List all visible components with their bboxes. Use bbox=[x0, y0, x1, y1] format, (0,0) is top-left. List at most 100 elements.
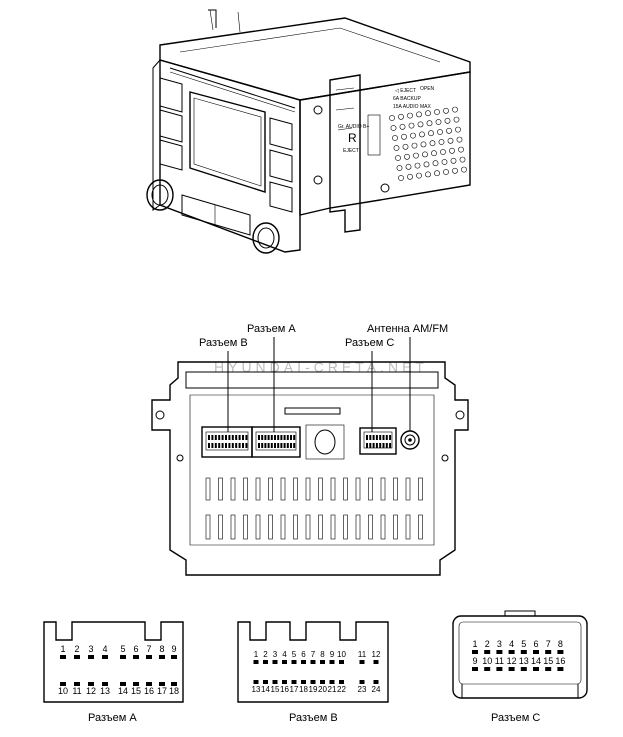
pin-label: 12 bbox=[507, 656, 517, 666]
pin-contact bbox=[310, 680, 316, 684]
side-label-1: 6A BACKUP bbox=[393, 96, 421, 102]
pin-label: 13 bbox=[252, 685, 261, 694]
pin-label: 8 bbox=[320, 650, 325, 659]
pin-label: 12 bbox=[86, 686, 96, 696]
connector-b-caption: Разъем B bbox=[289, 712, 338, 724]
pin-contact bbox=[359, 680, 365, 684]
pin-label: 3 bbox=[273, 650, 278, 659]
center-text-2: EJECT bbox=[343, 148, 359, 154]
center-text-1: Gr. AUDIO B+ bbox=[338, 124, 369, 130]
pin-contact bbox=[159, 682, 165, 686]
pin-contact bbox=[339, 660, 344, 664]
pin-contact bbox=[291, 680, 297, 684]
pin-contact bbox=[282, 660, 287, 664]
pin-contact bbox=[120, 655, 126, 659]
pin-contact bbox=[557, 650, 564, 654]
pin-contact bbox=[301, 660, 306, 664]
pin-contact bbox=[88, 682, 94, 686]
pin-label: 17 bbox=[157, 686, 167, 696]
pin-label: 10 bbox=[58, 686, 68, 696]
vent-slots bbox=[205, 477, 423, 540]
pin-contact bbox=[373, 660, 379, 664]
pin-label: 4 bbox=[509, 639, 514, 649]
pin-label: 1 bbox=[60, 644, 65, 654]
pin-label: 18 bbox=[169, 686, 179, 696]
pin-contact bbox=[133, 655, 139, 659]
pin-contact bbox=[291, 660, 297, 664]
pin-contact bbox=[359, 660, 365, 664]
pin-contact bbox=[60, 682, 66, 686]
pin-contact bbox=[60, 655, 66, 659]
center-mark: R bbox=[348, 131, 357, 145]
front-button-label-1: ◁ EJECT bbox=[395, 88, 416, 94]
pin-label: 1 bbox=[254, 650, 259, 659]
pin-contact bbox=[339, 680, 344, 684]
pin-label: 7 bbox=[146, 644, 151, 654]
pin-contact bbox=[133, 682, 139, 686]
pin-contact bbox=[373, 680, 379, 684]
pin-label: 3 bbox=[497, 639, 502, 649]
pin-label: 14 bbox=[261, 685, 270, 694]
pin-contact bbox=[272, 660, 278, 664]
pin-contact bbox=[533, 650, 539, 654]
pin-contact bbox=[102, 655, 108, 659]
pin-label: 15 bbox=[131, 686, 141, 696]
pin-contact bbox=[74, 655, 80, 659]
pin-label: 5 bbox=[292, 650, 297, 659]
pin-contact bbox=[301, 680, 306, 684]
pin-contact bbox=[320, 680, 325, 684]
pin-label: 16 bbox=[280, 685, 289, 694]
pin-contact bbox=[545, 667, 552, 671]
pin-label: 18 bbox=[299, 685, 308, 694]
pin-contact bbox=[74, 682, 80, 686]
pin-contact bbox=[508, 667, 515, 671]
pin-label: 6 bbox=[533, 639, 538, 649]
pin-label: 9 bbox=[330, 650, 335, 659]
connector-c-caption: Разъем C bbox=[491, 712, 540, 724]
rear-connector-a bbox=[251, 426, 301, 458]
rear-connector-c bbox=[359, 427, 397, 455]
pin-contact bbox=[520, 650, 527, 654]
pin-label: 21 bbox=[328, 685, 337, 694]
pin-label: 12 bbox=[372, 650, 381, 659]
pin-contact bbox=[557, 667, 564, 671]
pin-contact bbox=[253, 660, 259, 664]
pin-label: 10 bbox=[482, 656, 492, 666]
pin-label: 19 bbox=[309, 685, 318, 694]
pin-contact bbox=[146, 682, 152, 686]
connector-a-caption: Разъем A bbox=[88, 712, 137, 724]
pin-contact bbox=[484, 667, 491, 671]
pin-label: 14 bbox=[118, 686, 128, 696]
pin-label: 14 bbox=[531, 656, 541, 666]
pin-label: 15 bbox=[271, 685, 280, 694]
pin-contact bbox=[171, 655, 177, 659]
pin-contact bbox=[310, 660, 316, 664]
pin-contact bbox=[320, 660, 325, 664]
pin-contact bbox=[329, 660, 335, 664]
rear-connector-b bbox=[201, 426, 253, 458]
pin-contact bbox=[102, 682, 108, 686]
head-unit-illustration: ◁ EJECT OPEN 6A BACKUP 15A AUDIO MAX R G… bbox=[146, 9, 471, 254]
callout-connector-c: Разъем C bbox=[345, 337, 394, 349]
pin-label: 1 bbox=[472, 639, 477, 649]
pin-label: 8 bbox=[159, 644, 164, 654]
watermark: HYUNDAI-CRETA.NET bbox=[214, 359, 428, 375]
pin-label: 6 bbox=[133, 644, 138, 654]
pin-contact bbox=[146, 655, 152, 659]
pin-label: 8 bbox=[558, 639, 563, 649]
pin-label: 16 bbox=[555, 656, 565, 666]
pin-label: 6 bbox=[301, 650, 306, 659]
pin-label: 11 bbox=[358, 650, 367, 659]
pin-contact bbox=[472, 667, 478, 671]
rear-panel-view: HYUNDAI-CRETA.NET bbox=[151, 323, 469, 576]
pin-label: 7 bbox=[546, 639, 551, 649]
pin-label: 5 bbox=[120, 644, 125, 654]
callout-connector-b: Разъем B bbox=[199, 337, 248, 349]
pin-contact bbox=[159, 655, 165, 659]
pin-label: 16 bbox=[144, 686, 154, 696]
pin-contact bbox=[263, 660, 268, 664]
